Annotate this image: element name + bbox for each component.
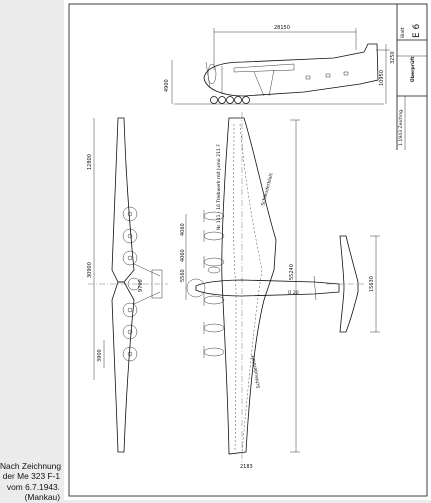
tailplane (339, 235, 359, 333)
front-center-dim: 9700 (138, 279, 144, 292)
sheet-frame (68, 3, 428, 497)
engine-dim-2: 4060 (180, 249, 186, 262)
center-label: Ü 20 (288, 289, 299, 296)
drawing-caption: Nach Zeichnung der Me 323 F-1 vom 6.7.19… (0, 461, 61, 503)
front-outer-dim: 12800 (87, 154, 93, 170)
side-height-tail: 3250 (390, 51, 396, 64)
caption-line-3: vom 6.7.1943. (6, 481, 60, 492)
title-block: Blatt E 6 Überprüft 1.1943 Zeichng. (396, 4, 427, 150)
root-dim: 2183 (240, 464, 253, 470)
tail-view: 15630 (326, 235, 380, 333)
fuselage-side (203, 43, 379, 97)
main-wing (221, 117, 277, 455)
caption-line-4: (Mankau) (24, 492, 60, 503)
title-note: 1.1943 Zeichng. (398, 108, 404, 146)
tail-span-dim: 15630 (369, 276, 375, 292)
caption-line-1: Nach Zeichnung (0, 461, 61, 471)
three-view-drawing: Blatt E 6 Überprüft 1.1943 Zeichng. 2815… (68, 3, 428, 497)
front-span-dim: 30900 (87, 262, 93, 278)
maker-stamp: Überprüft (409, 56, 416, 82)
front-view: 12800 30900 3900 9700 (87, 117, 168, 453)
top-view: 55240 4060 4060 5560 Nr 111 - 16 Triebwe… (180, 112, 340, 470)
sheet-label: Blatt (400, 27, 406, 38)
engine-nacelles (203, 210, 225, 358)
front-wing-lower (111, 281, 135, 453)
wing-span-dim: 55240 (289, 264, 295, 280)
front-lower-dim: 3900 (97, 349, 103, 362)
caption-line-2: der Me 323 F-1 (2, 471, 60, 482)
sheet-code: E 6 (412, 23, 422, 38)
engine-note: Nr 111 - 16 Triebwerk mit Jumo 211 F (216, 144, 222, 230)
engine-dim-3: 5560 (180, 269, 186, 282)
tank-label-lower: Schleuderblatt (250, 354, 262, 388)
side-height-front: 4900 (164, 79, 170, 92)
side-length-dim: 28150 (274, 25, 290, 31)
side-view: 28150 4900 (164, 25, 396, 105)
engine-dim-1: 4060 (180, 223, 186, 236)
side-height-mid: 10950 (379, 70, 385, 86)
front-engines (122, 206, 138, 362)
drawing-sheet: Blatt E 6 Überprüft 1.1943 Zeichng. 2815… (64, 0, 431, 500)
fuselage-top (195, 279, 340, 297)
